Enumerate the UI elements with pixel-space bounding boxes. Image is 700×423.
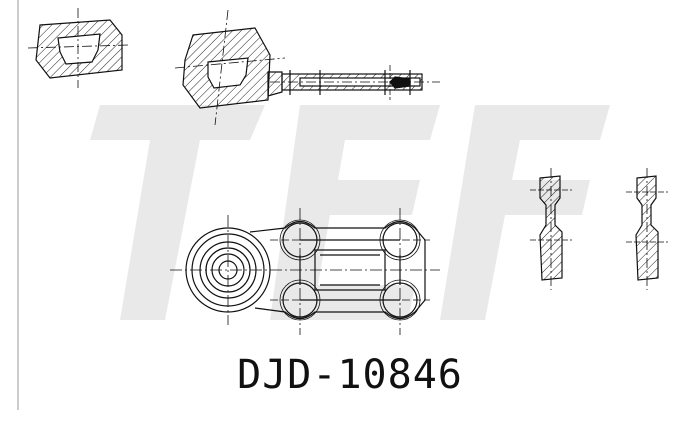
section-view-4 bbox=[626, 168, 668, 290]
section-view-3 bbox=[530, 168, 572, 290]
section-view-1 bbox=[27, 8, 129, 88]
watermark-logo bbox=[90, 105, 610, 320]
section-view-2 bbox=[174, 9, 440, 126]
plan-view-ball-joint bbox=[170, 208, 440, 335]
part-number-label: DJD-10846 bbox=[237, 352, 463, 398]
